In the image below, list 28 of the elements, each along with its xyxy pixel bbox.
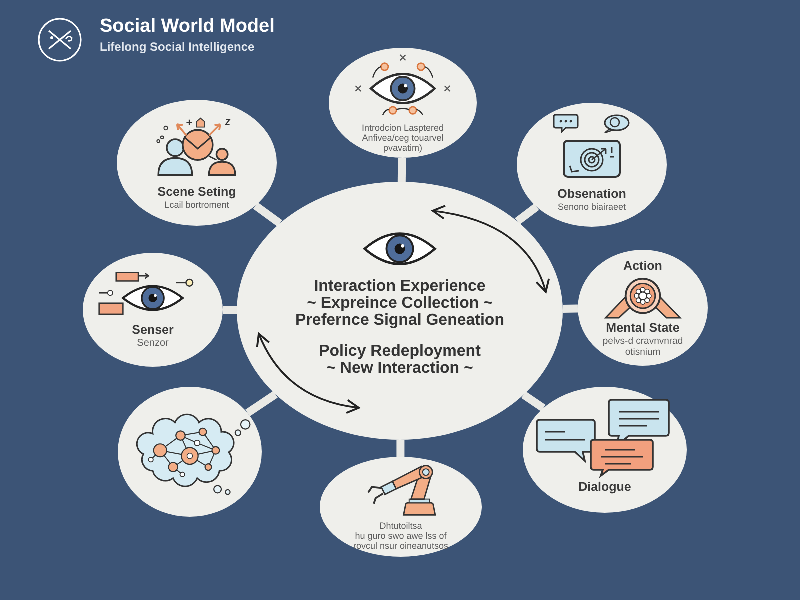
circle-heading: Scene Seting — [158, 184, 236, 200]
connector-line — [253, 202, 282, 227]
circle-heading: Obsenation — [558, 187, 626, 202]
cycle-step-text: Policy Redeployment — [319, 342, 481, 360]
circle-caption: pelvs-d cravnvnrad otisnium — [602, 336, 684, 358]
circle-caption: Senzor — [137, 338, 169, 350]
circle-heading: Dialogue — [578, 480, 632, 494]
cycle-step-text: ~ Expreince Collection ~ — [307, 294, 493, 312]
connector-line — [246, 391, 278, 417]
connector-line — [396, 440, 405, 457]
connector-line — [223, 306, 237, 314]
connector-line — [562, 304, 578, 313]
circle-caption: Dhtutoiltsa — [380, 521, 422, 531]
circle-heading: Action — [624, 258, 662, 274]
connector-line — [398, 158, 406, 182]
circle-heading: Senser — [132, 322, 174, 338]
circle-caption: Senono biairaeet — [558, 202, 626, 212]
diagram-title: Social World Model — [100, 16, 275, 38]
cycle-step-text: Interaction Experience — [314, 278, 486, 294]
cycle-step-text: Prefernce Signal Geneation — [296, 312, 504, 328]
cycle-step-text: ~ New Interaction ~ — [326, 360, 474, 376]
connector-line — [522, 392, 546, 412]
connector-line — [515, 204, 540, 225]
circle-caption: Introdcion Lasptered Anfivea/ceg touarvel pvavatim) — [360, 122, 446, 152]
circle-heading: Mental State — [606, 320, 680, 336]
diagram-subtitle: Lifelong Social Intelligence — [100, 40, 255, 55]
circle-caption: Lcail bortroment — [164, 200, 230, 210]
circle-caption: hu guro swo awe lss of rovcul nsur oineanutsos — [352, 531, 450, 551]
